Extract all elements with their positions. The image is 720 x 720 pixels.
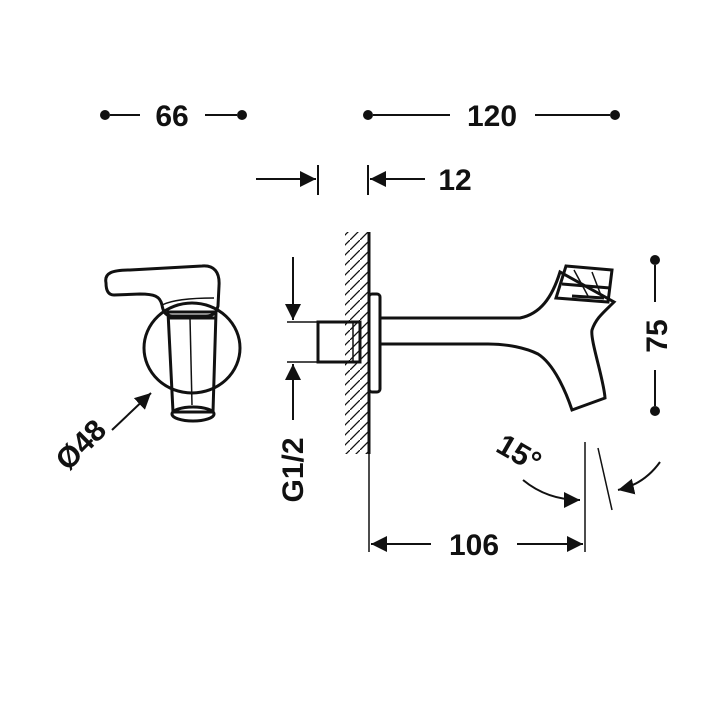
dimension-width-side: 120 [363, 100, 620, 133]
height-label: 75 [641, 319, 674, 352]
dimension-dot-left [363, 110, 373, 120]
dimension-dot-top [650, 255, 660, 265]
wall-offset-label: 12 [438, 164, 471, 197]
width-side-label: 120 [467, 100, 517, 133]
dimension-dot-left [100, 110, 110, 120]
spout-body [378, 269, 617, 412]
angle-label: 15° [491, 428, 547, 479]
dimension-dot-right [237, 110, 247, 120]
width-front-label: 66 [155, 100, 188, 133]
diameter-label: Ø48 [50, 414, 113, 477]
dimension-dot-right [610, 110, 620, 120]
dimension-angle: 15° [491, 428, 661, 552]
dimension-reach: 106 [368, 454, 583, 562]
thread-label: G1/2 [277, 437, 310, 502]
side-view [316, 264, 617, 412]
dimension-width-front: 66 [100, 100, 247, 133]
front-view [104, 264, 242, 423]
reach-label: 106 [449, 529, 499, 562]
connector-stub [316, 320, 362, 364]
dimension-height: 75 [641, 255, 674, 416]
spout-valve-head [554, 264, 614, 304]
wall-hatching [345, 232, 369, 454]
valve-outlet [170, 405, 216, 423]
wall-section [345, 232, 371, 454]
dimension-wall-offset: 12 [256, 164, 472, 197]
dimension-diameter: Ø48 [50, 392, 152, 477]
lever-handle [104, 264, 221, 318]
dimension-dot-bottom [650, 406, 660, 416]
wall-flange [367, 292, 382, 394]
